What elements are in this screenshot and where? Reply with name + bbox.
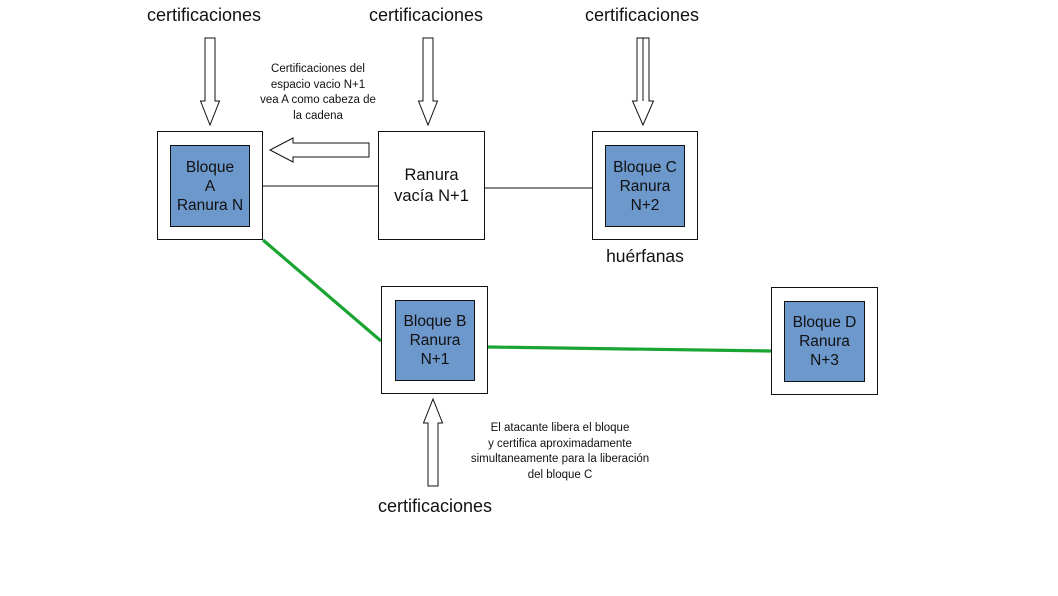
block-b-line: Bloque B	[403, 313, 467, 330]
orphan-label: huérfanas	[606, 246, 684, 266]
block-d-line: N+3	[810, 352, 839, 369]
block-d-node: Bloque D Ranura N+3	[771, 287, 878, 395]
note-line: vea A como cabeza de	[260, 94, 376, 106]
note-line: espacio vacio N+1	[270, 78, 366, 91]
certificaciones-label-bottom: certificaciones	[377, 496, 493, 516]
note-line: y certifica aproximadamente	[488, 437, 632, 450]
block-b-node: Bloque B Ranura N+1	[381, 286, 488, 394]
up-arrow-icon	[422, 397, 444, 487]
chain-link-b-to-d	[487, 345, 772, 353]
note-line: del bloque C	[527, 468, 593, 481]
down-arrow-icon	[417, 37, 439, 127]
block-a-line: Ranura N	[176, 196, 244, 214]
certificaciones-label-middle: certificaciones	[368, 5, 484, 25]
certificaciones-label-right: certificaciones	[584, 5, 700, 25]
note-attacker-release: El atacante libera el bloque y certifica…	[471, 421, 649, 483]
block-c-line: Ranura	[619, 177, 671, 195]
note-line: El atacante libera el bloque	[490, 422, 630, 434]
block-a-line: Bloque	[185, 158, 235, 176]
certificaciones-label-left: certificaciones	[146, 5, 262, 25]
empty-slot-line: Ranura	[404, 165, 459, 184]
block-a-line: A	[204, 177, 216, 195]
chain-link-a-to-b	[261, 238, 383, 343]
empty-slot-node: Ranura vacía N+1	[378, 131, 485, 240]
block-d-line: Bloque D	[792, 314, 857, 331]
note-line: Certificaciones del	[271, 63, 365, 75]
block-b-line: N+1	[420, 351, 450, 368]
block-d-line: Ranura	[799, 333, 850, 350]
block-a-body: Bloque A Ranura N	[170, 145, 250, 227]
empty-slot-line: vacía N+1	[394, 186, 469, 205]
block-c-line: Bloque C	[613, 158, 677, 176]
note-line: la cadena	[293, 109, 343, 122]
block-b-line: Ranura	[409, 332, 461, 349]
block-c-node: Bloque C Ranura N+2	[592, 131, 698, 240]
note-line: simultaneamente para la liberación	[470, 453, 650, 465]
block-b-body: Bloque B Ranura N+1	[395, 300, 475, 381]
note-empty-slot-certifications: Certificaciones del espacio vacio N+1 ve…	[260, 62, 376, 124]
down-arrow-icon	[199, 37, 221, 127]
block-d-body: Bloque D Ranura N+3	[784, 301, 865, 382]
left-arrow-icon	[268, 137, 370, 163]
block-c-body: Bloque C Ranura N+2	[605, 145, 685, 227]
block-a-node: Bloque A Ranura N	[157, 131, 263, 240]
block-c-line: N+2	[630, 196, 660, 214]
